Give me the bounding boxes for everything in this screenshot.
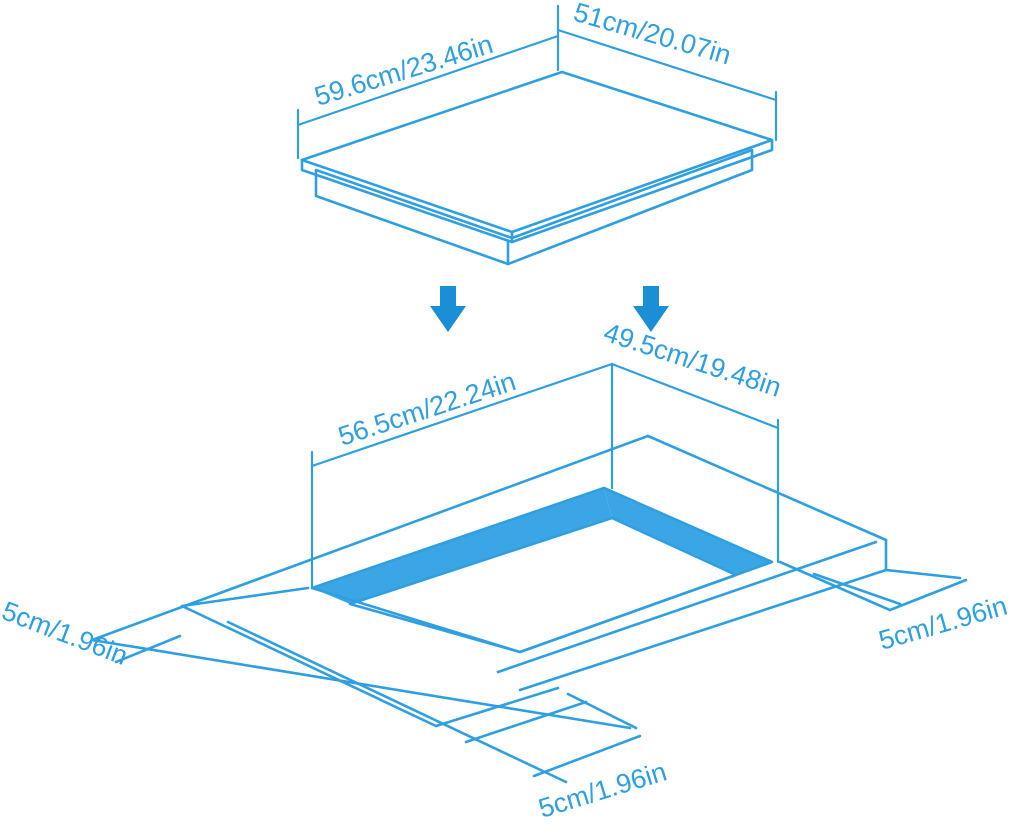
cutout-width-label: 56.5cm/22.24in (335, 366, 520, 452)
hob-front-edge (300, 138, 774, 244)
right-clearance-label: 5cm/1.96in (875, 591, 1010, 656)
hob-top-face (300, 70, 774, 234)
cutout-depth-label: 49.5cm/19.48in (600, 317, 785, 403)
cutout-blue-right (604, 488, 772, 575)
cutout-outer-edge (310, 486, 774, 654)
down-arrow-icon (430, 286, 466, 332)
cutout-inner-edge (348, 516, 738, 654)
cutout-drawing (310, 486, 774, 654)
hob-base-block (314, 148, 754, 266)
hob-width-label: 59.6cm/23.46in (311, 29, 496, 112)
hob-dimension-lines (296, 4, 778, 160)
front-clearance-label: 5cm/1.96in (535, 756, 670, 823)
countertop-lines (90, 434, 968, 784)
down-arrow-icon (633, 286, 669, 332)
hob-drawing (300, 70, 774, 266)
cutout-blue-left (312, 488, 612, 604)
cutout-dimension-lines (310, 362, 780, 590)
